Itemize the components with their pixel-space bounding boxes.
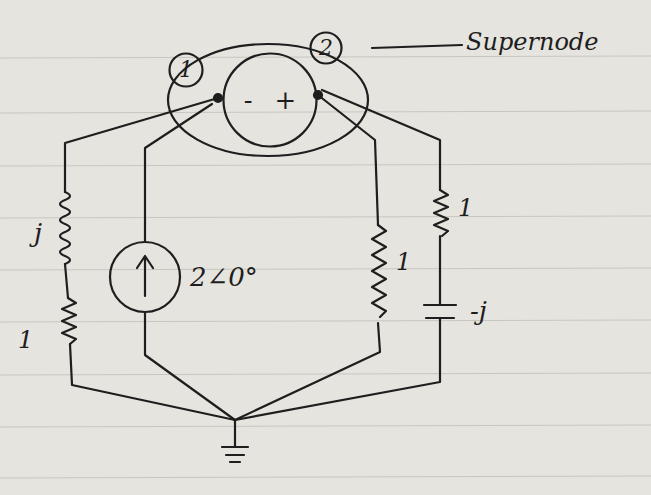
voltage-source: -+ xyxy=(222,52,318,148)
resistor-value: 1 xyxy=(18,328,33,352)
inductor-symbol xyxy=(60,192,70,264)
supernode-outline xyxy=(168,44,368,156)
source-value: 2∠0° xyxy=(190,264,258,290)
wire xyxy=(70,344,235,420)
wire xyxy=(145,104,212,242)
node-number: 1 xyxy=(168,52,204,88)
current-arrow xyxy=(137,256,153,296)
node-number: 2 xyxy=(309,31,343,65)
resistor-symbol xyxy=(434,190,448,236)
wire xyxy=(65,98,218,192)
resistor-value: 1 xyxy=(458,196,473,220)
capacitor-symbol xyxy=(424,305,456,318)
resistor-symbol xyxy=(372,225,386,317)
circle-outline xyxy=(222,52,318,148)
node-text: 1 xyxy=(179,59,193,81)
leader-line xyxy=(372,45,462,48)
wire xyxy=(439,236,441,305)
resistor-value: 1 xyxy=(396,250,411,274)
ground-symbol xyxy=(222,420,248,462)
inductor-value: j xyxy=(34,220,42,246)
wire xyxy=(235,318,440,420)
resistor-symbol xyxy=(62,298,76,344)
node-text: - xyxy=(244,87,253,113)
wire xyxy=(318,95,378,225)
wire xyxy=(65,264,68,298)
wire xyxy=(322,90,440,190)
wire xyxy=(145,312,235,420)
current-source-symbol xyxy=(110,242,180,312)
node-text: + xyxy=(275,87,297,113)
ruled-lines xyxy=(0,56,651,478)
node-text: 2 xyxy=(319,37,333,59)
capacitor-value: -j xyxy=(470,298,487,324)
callout-text: Supernode xyxy=(466,30,598,54)
